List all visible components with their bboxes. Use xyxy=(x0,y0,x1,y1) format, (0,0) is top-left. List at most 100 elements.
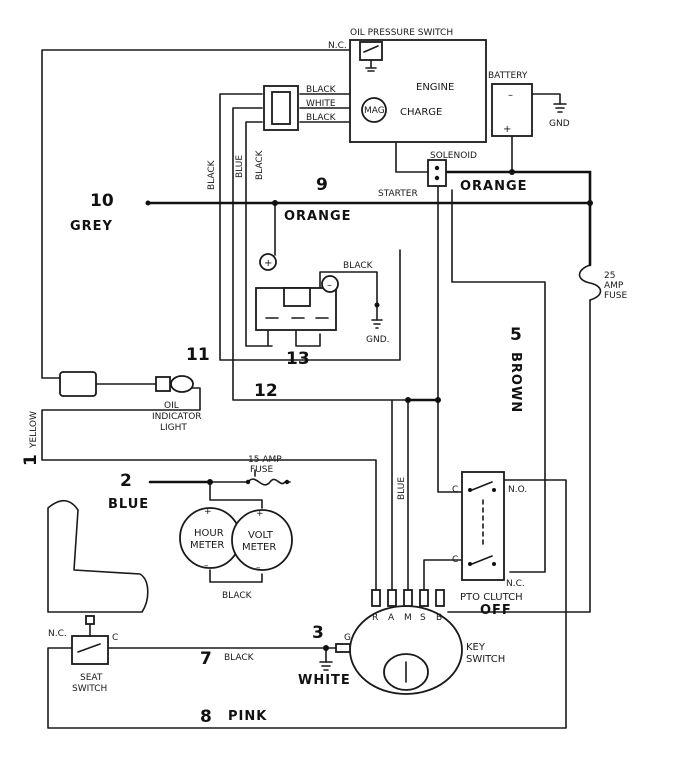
hour-meter-minus: – xyxy=(204,561,209,571)
reg-black-label: BLACK xyxy=(343,261,374,271)
pto-terminal-no xyxy=(492,488,496,492)
pto-clutch-label-2: OFF xyxy=(480,603,512,618)
pto-terminal-c1 xyxy=(468,488,472,492)
wire-meters-top xyxy=(209,481,263,509)
seat-switch: N.C. C SEAT SWITCH xyxy=(48,615,118,694)
light-socket xyxy=(155,376,171,392)
key-term-g xyxy=(335,643,351,653)
wire-1-yellow xyxy=(41,387,271,461)
label-grey: GREY xyxy=(70,219,113,234)
meters: HOUR METER + – VOLT METER + – BLACK xyxy=(179,507,293,601)
nc-top-label: N.C. xyxy=(328,41,347,51)
wire-pto-right xyxy=(47,479,567,729)
seat xyxy=(47,499,149,613)
junction-10-end xyxy=(145,200,151,206)
battery-gnd-label: GND xyxy=(549,119,570,129)
fuse-15-label-1: 15 AMP xyxy=(248,455,282,465)
key-term-b xyxy=(435,589,445,607)
fuse-25-line1: 25 xyxy=(604,271,615,281)
volt-meter xyxy=(231,509,293,571)
fuse-25-line3: FUSE xyxy=(604,291,627,301)
reg-gnd-symbol xyxy=(371,319,383,329)
label-orange-right: ORANGE xyxy=(460,179,528,194)
hand-labels: 10 GREY 9 ORANGE ORANGE 11 13 12 5 BROWN… xyxy=(21,175,528,727)
reg-gnd-label: GND. xyxy=(366,335,390,345)
label-12: 12 xyxy=(254,381,278,401)
label-yellow: YELLOW xyxy=(29,411,39,449)
wire-reg-center xyxy=(295,329,321,347)
seat-c-label: C xyxy=(112,633,118,643)
junction-fuse-top xyxy=(587,200,593,206)
key-term-a xyxy=(387,589,397,607)
wire-reg-black xyxy=(319,271,378,306)
wire-7-black-label: BLACK xyxy=(224,653,255,663)
pto-nc-label: N.C. xyxy=(506,579,525,589)
key-terminal-a: A xyxy=(388,613,395,623)
key-term-r xyxy=(371,589,381,607)
fuse-25-line2: AMP xyxy=(604,281,624,291)
wire-oil-switch-to-light xyxy=(41,49,359,379)
connector-inner xyxy=(271,91,291,125)
regulator-plus xyxy=(259,253,277,271)
wire-starter xyxy=(395,141,433,173)
fuse-15-symbol xyxy=(247,478,286,486)
wire-13-black xyxy=(245,121,273,347)
pto-clutch-switch: C N.O. C N.C. PTO CLUTCH OFF xyxy=(452,471,527,618)
key-term-s xyxy=(419,589,429,607)
vert-black-2-label: BLACK xyxy=(255,149,265,180)
regulator: + – BLACK GND. xyxy=(255,253,390,345)
wire-11-black xyxy=(219,93,401,361)
oil-light-label-2: INDICATOR xyxy=(152,412,202,422)
key-terminal-g: G xyxy=(344,633,351,643)
wire-12-blue xyxy=(232,107,409,401)
wire-black-b-label: BLACK xyxy=(306,113,337,123)
wires xyxy=(41,49,592,729)
seat-plunger xyxy=(85,615,95,625)
fuse-15-amp: 15 AMP FUSE xyxy=(245,455,290,486)
light-connector xyxy=(59,371,97,397)
solenoid-box xyxy=(427,159,447,187)
wire-key-s xyxy=(423,559,463,591)
junction-2 xyxy=(207,479,213,485)
solenoid-terminal-bottom xyxy=(434,175,440,181)
hour-meter-label-1: HOUR xyxy=(194,528,224,539)
battery-minus-sign: – xyxy=(508,90,513,101)
key-blue-label: BLUE xyxy=(397,477,407,500)
fuse-15-terminal-left xyxy=(245,479,251,485)
battery-box xyxy=(491,83,533,137)
key-switch: R A M S B G KEY SWITCH BLUE xyxy=(335,477,505,695)
fuse-25-amp: 25 AMP FUSE xyxy=(578,264,627,301)
label-13: 13 xyxy=(286,349,310,369)
fuse-15-label-2: FUSE xyxy=(250,465,273,475)
meters-black-label: BLACK xyxy=(222,591,253,601)
wire-key-r xyxy=(269,459,377,591)
starter-label: STARTER xyxy=(378,189,418,199)
key-terminal-r: R xyxy=(372,613,378,623)
key-term-m xyxy=(403,589,413,607)
hour-meter-label-2: METER xyxy=(190,540,224,551)
mag-circle xyxy=(361,97,387,123)
oil-pressure-switch-label: OIL PRESSURE SWITCH xyxy=(350,28,453,38)
seat-outline xyxy=(47,499,149,613)
engine-label: ENGINE xyxy=(416,82,454,93)
key-switch-label-1: KEY xyxy=(466,642,486,653)
pto-terminal-nc xyxy=(492,562,496,566)
oil-light-label-3: LIGHT xyxy=(160,423,187,433)
vert-black-1-label: BLACK xyxy=(207,159,217,190)
battery-gnd-symbol xyxy=(553,103,567,113)
fuse-25-symbol xyxy=(578,264,602,301)
wire-black-a-label: BLACK xyxy=(306,85,337,95)
junction-12 xyxy=(405,397,411,403)
label-11: 11 xyxy=(186,345,210,365)
label-3: 3 xyxy=(312,623,324,643)
volt-meter-label-1: VOLT xyxy=(248,530,274,541)
oil-switch-box xyxy=(359,41,383,61)
light-bulb xyxy=(170,375,194,393)
battery-plus-sign: + xyxy=(503,124,511,135)
regulator-minus xyxy=(321,275,339,293)
junction-12-right xyxy=(435,397,441,403)
volt-meter-minus: – xyxy=(256,563,261,573)
label-1: 1 xyxy=(21,454,41,466)
solenoid-label: SOLENOID xyxy=(430,151,477,161)
